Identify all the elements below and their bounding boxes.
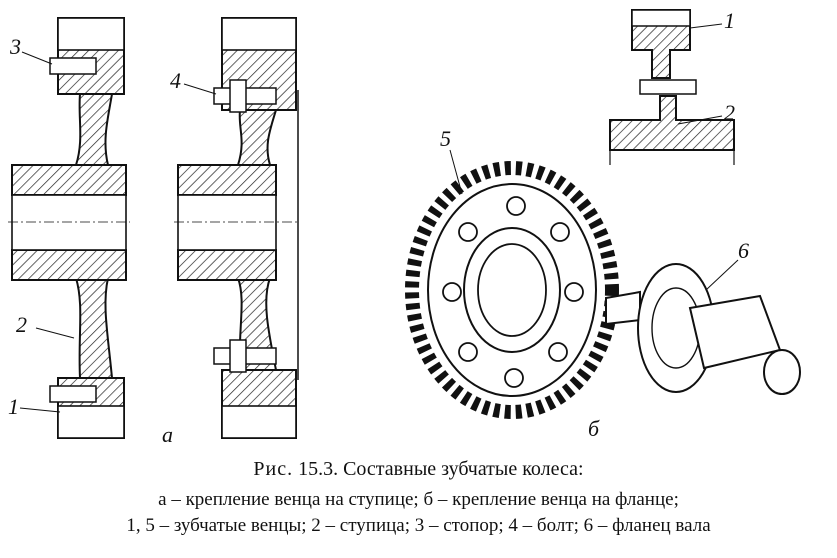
gear-ring: [405, 161, 619, 419]
leader-lines: [19, 23, 739, 413]
caption-line-1: а – крепление венца на ступице; б – креп…: [158, 489, 679, 510]
figure-caption: Рис. 15.3. Составные зубчатые колеса: а …: [0, 458, 837, 539]
caption-line-2: 1, 5 – зубчатые венцы; 2 – ступица; 3 – …: [126, 515, 711, 536]
label-a: а: [162, 422, 173, 447]
label-1-flange: 1: [724, 8, 735, 33]
bolt: [213, 79, 277, 373]
label-b: б: [588, 416, 600, 441]
label-3: 3: [10, 34, 21, 59]
label-5: 5: [440, 126, 451, 151]
gear-drawings: [8, 9, 801, 439]
caption-title: Рис. 15.3. Составные зубчатые колеса:: [0, 458, 837, 481]
label-4: 4: [170, 68, 181, 93]
caption-prefix: Рис.: [253, 458, 294, 480]
label-6: 6: [738, 238, 749, 263]
flanged-shaft: [605, 263, 801, 395]
stopper-screw: [49, 57, 97, 403]
label-2-flange: 2: [724, 100, 735, 125]
label-1: 1: [8, 394, 19, 419]
figure-area: 3 2 1 4 а 5 б 6 1 2: [8, 8, 801, 447]
label-2: 2: [16, 312, 27, 337]
caption-title-text: 15.3. Составные зубчатые колеса:: [298, 458, 584, 480]
